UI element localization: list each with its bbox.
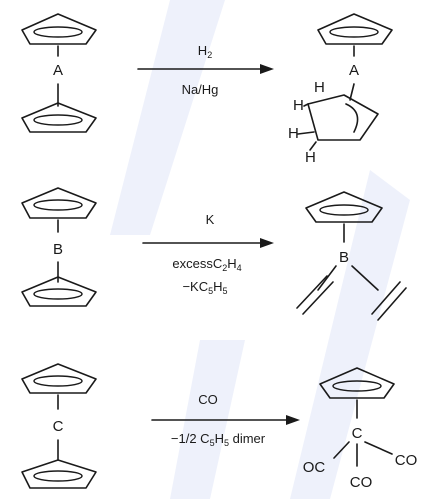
cyclopentadienyl-ring-top — [317, 13, 393, 45]
reaction-1: A H2 Na/Hg A H — [21, 13, 393, 166]
cyclopentadienyl-ring-top — [21, 13, 97, 45]
bond-ethylene-right — [351, 265, 379, 291]
metal-label: A — [53, 62, 63, 79]
cyclopentadienyl-ring-top — [319, 367, 395, 399]
reaction-3: C CO −1/2 C5H5 dimer C OC CO CO — [21, 363, 418, 491]
h-label-1: H — [314, 79, 325, 96]
product-tricarbonyl-complex: C OC CO CO — [303, 367, 418, 491]
reactant-metallocene-a: A — [21, 13, 97, 133]
cyclopentene-ring — [307, 94, 379, 141]
reagent-excess-ethylene: excessC2H4 — [172, 256, 241, 273]
metal-label: C — [53, 418, 64, 435]
cyclopentadienyl-ring-bottom — [21, 276, 97, 307]
cyclopentadienyl-ring-top — [21, 187, 97, 219]
bond-ethylene-left — [317, 265, 337, 291]
reaction-arrow-2 — [142, 238, 274, 248]
h-label-2: H — [293, 97, 304, 114]
cyclopentadienyl-ring-bottom — [21, 459, 97, 489]
reaction-arrow-3 — [151, 415, 300, 425]
co-label-middle: CO — [350, 474, 373, 491]
metal-label: A — [349, 62, 359, 79]
reactant-metallocene-c: C — [21, 363, 97, 489]
co-label-left: OC — [303, 459, 326, 476]
cyclopentadienyl-ring-bottom — [21, 102, 97, 133]
reagent-minus-cp-dimer: −1/2 C5H5 dimer — [171, 431, 266, 448]
cyclopentadienyl-ring-top — [21, 363, 97, 394]
reagent-sodium-amalgam: Na/Hg — [182, 82, 219, 97]
h-label-3: H — [288, 125, 299, 142]
product-bis-ethylene-complex: B — [296, 191, 407, 321]
reaction-2: B K excessC2H4 −KC5H5 B — [21, 187, 407, 321]
ethylene-ligand-left — [296, 275, 334, 315]
reagent-hydrogen: H2 — [198, 43, 212, 60]
reagent-minus-kc5h5: −KC5H5 — [182, 279, 227, 296]
metal-label: B — [53, 241, 63, 258]
co-label-right: CO — [395, 452, 418, 469]
reagent-carbon-monoxide: CO — [198, 392, 218, 407]
reactant-metallocene-b: B — [21, 187, 97, 307]
h-label-4: H — [305, 149, 316, 166]
watermark — [110, 0, 410, 499]
bond-co-right — [364, 441, 393, 455]
reaction-arrow-1 — [137, 64, 274, 74]
bond-co-left — [333, 441, 350, 459]
reagent-potassium: K — [206, 212, 215, 227]
cyclopentadienyl-ring-top — [305, 191, 383, 223]
product-metallocene-a-reduced: A H H H H — [288, 13, 393, 166]
metal-label: C — [352, 425, 363, 442]
ethylene-ligand-right — [371, 281, 407, 321]
metal-label: B — [339, 249, 349, 266]
bond-bottom — [349, 83, 355, 101]
